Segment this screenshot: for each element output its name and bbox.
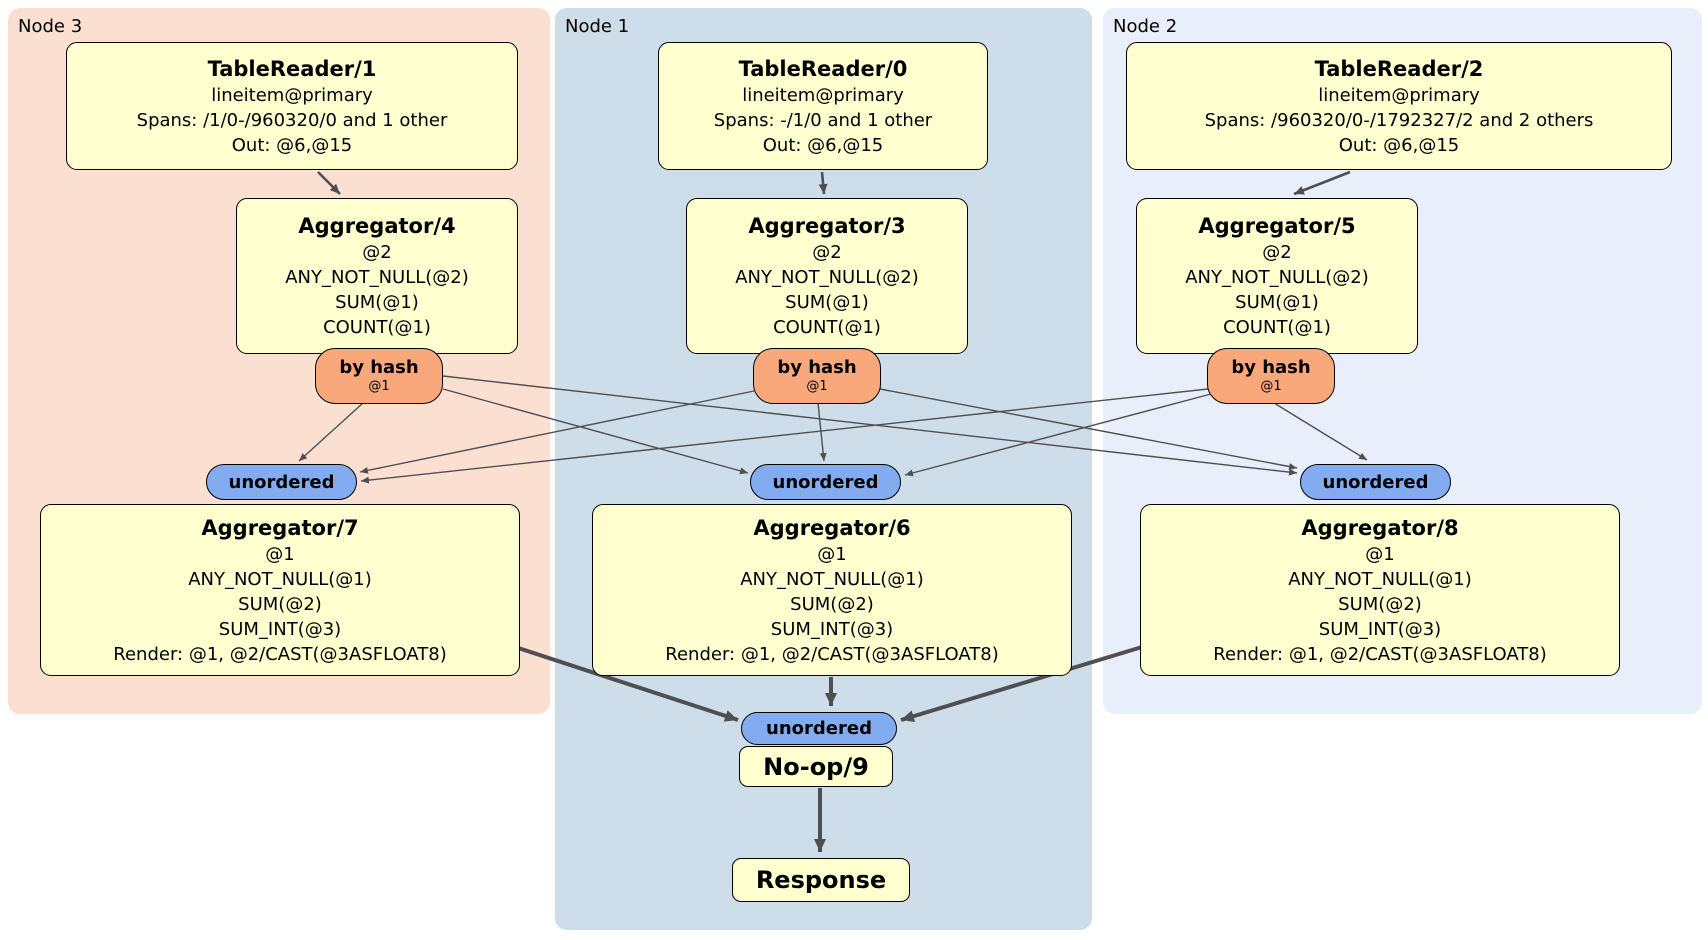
processor-aggregator-8: Aggregator/8 @1 ANY_NOT_NULL(@1) SUM(@2)… [1140,504,1620,676]
processor-line: Spans: /960320/0-/1792327/2 and 2 others [1204,109,1594,131]
processor-aggregator-6: Aggregator/6 @1 ANY_NOT_NULL(@1) SUM(@2)… [592,504,1072,676]
edge-agg7-sfinal [505,642,739,722]
router-label: by hash [339,357,419,378]
edge-tr0-agg3 [818,171,828,195]
processor-line: SUM(@2) [1338,593,1422,615]
processor-tablereader-1: TableReader/1 lineitem@primary Spans: /1… [66,42,518,170]
processor-line: SUM(@1) [1235,292,1319,313]
processor-response: Response [732,858,910,902]
processor-line: ANY_NOT_NULL(@1) [740,568,924,590]
processor-line: COUNT(@1) [323,317,431,338]
processor-line: SUM(@2) [238,593,322,615]
edge-r4-s6 [442,388,749,475]
processor-title: Aggregator/3 [748,214,906,238]
region-label-node-1: Node 1 [565,16,630,37]
processor-title: Response [755,866,887,894]
edge-r5-s6 [904,393,1212,477]
processor-line: @2 [362,242,392,263]
router-detail: @1 [368,379,390,394]
processor-line: lineitem@primary [742,84,904,106]
router-label: by hash [1231,357,1311,378]
edge-r4-s7 [298,402,364,462]
processor-line: @2 [1262,242,1292,263]
processor-line: Out: @6,@15 [762,134,884,156]
router-label: by hash [777,357,857,378]
router-by-hash-4: by hash @1 [315,348,443,404]
processor-title: TableReader/1 [207,56,377,81]
processor-line: Out: @6,@15 [1338,134,1460,156]
processor-line: Render: @1, @2/CAST(@3ASFLOAT8) [665,643,999,665]
processor-line: Out: @6,@15 [231,134,353,156]
processor-line: Render: @1, @2/CAST(@3ASFLOAT8) [1213,643,1547,665]
processor-title: No-op/9 [763,752,869,781]
processor-line: @1 [817,543,847,565]
edge-tr2-agg5 [1293,170,1351,196]
processor-line: ANY_NOT_NULL(@2) [1185,267,1369,288]
processor-aggregator-3: Aggregator/3 @2 ANY_NOT_NULL(@2) SUM(@1)… [686,198,968,354]
processor-line: SUM_INT(@3) [218,618,342,640]
router-by-hash-5: by hash @1 [1207,348,1335,404]
processor-tablereader-0: TableReader/0 lineitem@primary Spans: -/… [658,42,988,170]
processor-line: COUNT(@1) [773,317,881,338]
processor-line: Spans: -/1/0 and 1 other [713,109,933,131]
router-detail: @1 [1260,379,1282,394]
processor-line: ANY_NOT_NULL(@2) [285,267,469,288]
processor-line: Render: @1, @2/CAST(@3ASFLOAT8) [113,643,447,665]
processor-line: SUM(@1) [785,292,869,313]
router-detail: @1 [806,379,828,394]
region-label-node-3: Node 3 [18,16,83,37]
processor-title: TableReader/2 [1314,56,1484,81]
processor-aggregator-7: Aggregator/7 @1 ANY_NOT_NULL(@1) SUM(@2)… [40,504,520,676]
sync-label: unordered [228,471,335,493]
processor-line: SUM_INT(@3) [770,618,894,640]
region-label-node-2: Node 2 [1113,16,1178,37]
edge-r3-s6 [817,402,827,462]
processor-title: Aggregator/5 [1198,214,1356,238]
sync-label: unordered [1322,471,1429,493]
processor-title: Aggregator/8 [1301,515,1459,540]
edge-agg8-sfinal [900,645,1143,722]
edge-r3-s8 [879,388,1298,470]
edge-r5-s7 [360,388,1209,484]
router-by-hash-3: by hash @1 [753,348,881,404]
sync-unordered-final: unordered [741,712,897,745]
processor-title: Aggregator/6 [753,515,911,540]
processor-line: Spans: /1/0-/960320/0 and 1 other [136,109,448,131]
processor-aggregator-5: Aggregator/5 @2 ANY_NOT_NULL(@2) SUM(@1)… [1136,198,1418,354]
processor-line: SUM_INT(@3) [1318,618,1442,640]
processor-line: lineitem@primary [211,84,373,106]
processor-line: SUM(@1) [335,292,419,313]
sync-label: unordered [772,471,879,493]
processor-aggregator-4: Aggregator/4 @2 ANY_NOT_NULL(@2) SUM(@1)… [236,198,518,354]
sync-unordered-7: unordered [206,464,357,500]
sync-unordered-6: unordered [750,464,901,500]
edge-tr1-agg4 [317,171,341,195]
processor-line: ANY_NOT_NULL(@1) [188,568,372,590]
processor-line: @1 [1365,543,1395,565]
processor-title: Aggregator/7 [201,515,359,540]
processor-tablereader-2: TableReader/2 lineitem@primary Spans: /9… [1126,42,1672,170]
edge-r3-s7 [359,390,755,474]
processor-line: lineitem@primary [1318,84,1480,106]
processor-line: ANY_NOT_NULL(@1) [1288,568,1472,590]
processor-line: ANY_NOT_NULL(@2) [735,267,919,288]
edge-r5-s8 [1273,402,1368,461]
processor-line: COUNT(@1) [1223,317,1331,338]
processor-noop-9: No-op/9 [739,746,893,787]
processor-line: @2 [812,242,842,263]
sync-unordered-8: unordered [1300,464,1451,500]
processor-title: TableReader/0 [738,56,908,81]
processor-line: @1 [265,543,295,565]
processor-line: SUM(@2) [790,593,874,615]
processor-title: Aggregator/4 [298,214,456,238]
sync-label: unordered [766,718,872,739]
edge-r4-s8 [442,375,1298,476]
